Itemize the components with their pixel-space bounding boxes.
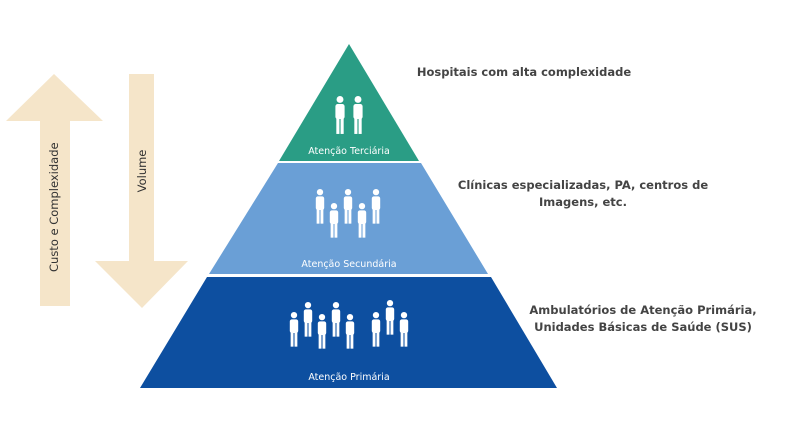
person-icon	[345, 314, 355, 349]
person-icon	[329, 203, 339, 238]
cost-complexity-up-arrow	[6, 74, 103, 306]
cost-complexity-label: Custo e Complexidade	[47, 142, 61, 272]
tier-terciaria-description: Hospitais com alta complexidade	[417, 64, 631, 81]
tier-secundaria-description: Clínicas especializadas, PA, centros de …	[458, 177, 708, 211]
tier-primaria-label: Atenção Primária	[308, 372, 390, 383]
tier-primaria-description: Ambulatórios de Atenção Primária, Unidad…	[529, 302, 756, 336]
person-icon	[371, 312, 381, 347]
person-icon	[335, 96, 345, 134]
tier-primaria-description-line: Unidades Básicas de Saúde (SUS)	[534, 320, 752, 334]
person-icon	[289, 312, 299, 347]
people-group-terciaria	[335, 96, 363, 134]
person-icon	[371, 189, 381, 224]
person-icon	[317, 314, 327, 349]
tier-secundaria-description-line: Clínicas especializadas, PA, centros de	[457, 178, 709, 192]
person-icon	[357, 203, 367, 238]
volume-label: Volume	[135, 149, 149, 193]
tier-secundaria-description-line: Imagens, etc.	[539, 195, 627, 209]
tier-primaria-description-line: Ambulatórios de Atenção Primária,	[529, 303, 757, 317]
tier-secundaria-shape	[209, 163, 488, 274]
person-icon	[331, 302, 341, 337]
person-icon	[399, 312, 409, 347]
tier-terciaria-description-line: Hospitais com alta complexidade	[416, 65, 632, 79]
people-group-secundaria	[315, 189, 381, 238]
tier-terciaria-shape	[279, 44, 419, 161]
person-icon	[343, 189, 353, 224]
person-icon	[303, 302, 313, 337]
person-icon	[385, 300, 395, 335]
tier-secundaria-label: Atenção Secundária	[301, 259, 397, 270]
person-icon	[353, 96, 363, 134]
people-group-primaria	[289, 300, 409, 349]
volume-down-arrow	[95, 74, 188, 308]
person-icon	[315, 189, 325, 224]
tier-terciaria-label: Atenção Terciária	[308, 146, 390, 157]
